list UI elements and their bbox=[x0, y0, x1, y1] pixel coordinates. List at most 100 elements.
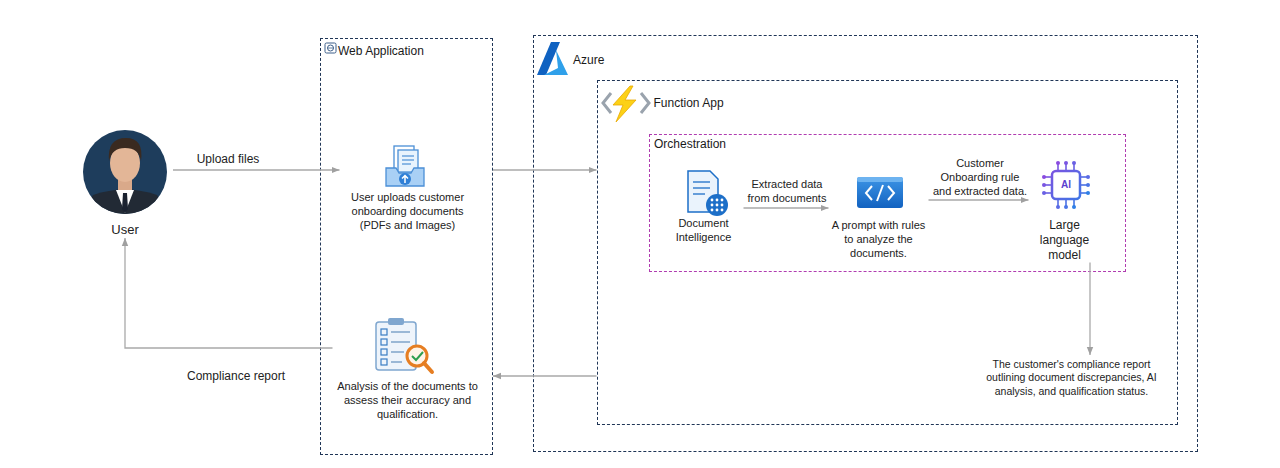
model-node: Large language model bbox=[1029, 157, 1101, 263]
service-node: Document Intelligence bbox=[664, 167, 744, 245]
edge-label: Compliance report bbox=[187, 369, 285, 384]
report-icon-part bbox=[424, 363, 432, 372]
document-intelligence-icon-part bbox=[721, 204, 724, 207]
function-app-boundary: Function AppOrchestrationDocument Intell… bbox=[597, 80, 1178, 425]
flow-arrow bbox=[1089, 263, 1090, 356]
node-label: The customer's compliance report outlini… bbox=[974, 358, 1169, 397]
upload-icon-part bbox=[386, 168, 424, 186]
group-title: Azure bbox=[573, 53, 604, 68]
chip-label: AI bbox=[1061, 179, 1071, 192]
flow-arrow bbox=[744, 207, 829, 208]
document-intelligence-icon-part bbox=[693, 187, 710, 188]
group-title: Function App bbox=[654, 96, 724, 111]
ai-chip-icon-part bbox=[1042, 183, 1046, 187]
report-icon-part bbox=[381, 329, 387, 335]
user-photo-part bbox=[80, 190, 170, 217]
ai-chip-icon-part bbox=[1056, 161, 1060, 165]
document-intelligence-icon-part bbox=[711, 209, 714, 212]
document-intelligence-icon-part bbox=[716, 209, 719, 212]
node-label: Analysis of the documents to assess thei… bbox=[333, 380, 483, 421]
report-icon-part bbox=[391, 341, 410, 343]
user-photo-part bbox=[122, 193, 128, 213]
web-app-boundary: Web ApplicationUser uploads customer onb… bbox=[320, 38, 493, 455]
function-app-icon bbox=[603, 86, 649, 122]
upload-icon bbox=[386, 146, 424, 186]
azure-logo-part bbox=[544, 50, 568, 75]
function-app-icon-part bbox=[613, 86, 636, 122]
ai-chip-icon-part bbox=[1042, 175, 1046, 179]
document-intelligence-icon-part bbox=[711, 204, 714, 207]
prompt-icon-part bbox=[866, 186, 872, 200]
prompt-icon-part bbox=[857, 177, 903, 182]
report-icon-part bbox=[412, 352, 423, 360]
node-label: Document Intelligence bbox=[664, 217, 744, 245]
function-app-icon-part bbox=[603, 93, 611, 113]
edge-label: Extracted data from documents bbox=[743, 178, 831, 206]
ai-chip-icon-part bbox=[1056, 205, 1060, 209]
report-icon bbox=[376, 318, 432, 372]
orchestration-boundary: OrchestrationDocument Intelligence A prom… bbox=[649, 134, 1126, 272]
flow-arrow bbox=[493, 169, 597, 170]
document-intelligence-icon-part bbox=[711, 199, 714, 202]
prompt-icon bbox=[857, 177, 903, 208]
document-intelligence-icon-part bbox=[706, 194, 728, 216]
prompt-icon-part bbox=[888, 186, 894, 200]
function-app-icon-part bbox=[641, 93, 649, 113]
report-icon-part bbox=[381, 359, 387, 365]
report-icon-part bbox=[381, 349, 387, 355]
upload-icon-part bbox=[402, 163, 411, 164]
upload-icon-part bbox=[402, 176, 408, 184]
group-title: Orchestration bbox=[654, 137, 726, 152]
upload-step: User uploads customer onboarding documen… bbox=[340, 143, 476, 233]
flow-arrow bbox=[173, 169, 340, 170]
upload-icon-part bbox=[402, 155, 414, 156]
report-icon-part bbox=[388, 318, 404, 325]
edge-label: Upload files bbox=[197, 152, 260, 167]
web-app-icon-part bbox=[325, 43, 336, 53]
ai-chip-icon bbox=[1042, 161, 1090, 209]
ai-chip-icon-part bbox=[1086, 191, 1090, 195]
ai-chip-icon-part bbox=[1042, 191, 1046, 195]
user-photo bbox=[80, 130, 170, 216]
document-intelligence-icon bbox=[688, 171, 728, 216]
web-app-icon bbox=[325, 43, 336, 53]
node-label: A prompt with rules to analyze the docum… bbox=[829, 219, 929, 260]
report-icon-part bbox=[391, 361, 402, 363]
user-actor: User bbox=[77, 128, 173, 238]
azure-logo bbox=[537, 42, 568, 75]
upload-icon-part bbox=[399, 173, 411, 185]
group-title: Web Application bbox=[338, 44, 424, 59]
node-label: User bbox=[111, 222, 138, 238]
document-intelligence-icon-part bbox=[693, 193, 705, 194]
edge-label: Customer Onboarding rule and extracted d… bbox=[932, 157, 1029, 198]
report-step: Analysis of the documents to assess thei… bbox=[333, 318, 483, 422]
azure-boundary: AzureFunction AppOrchestrationDocument I… bbox=[533, 35, 1198, 452]
document-intelligence-icon-part bbox=[716, 204, 719, 207]
web-app-icon-part bbox=[328, 45, 334, 51]
ai-chip-icon-part bbox=[1072, 205, 1076, 209]
flow-arrow bbox=[125, 238, 333, 348]
ai-chip-icon-part bbox=[1086, 183, 1090, 187]
document-intelligence-icon-part bbox=[716, 199, 719, 202]
prompt-icon-part bbox=[877, 185, 883, 201]
flow-arrow bbox=[493, 375, 597, 376]
document-intelligence-icon-part bbox=[721, 209, 724, 212]
report-icon-part bbox=[391, 351, 404, 353]
web-app-icon-part bbox=[328, 48, 334, 49]
report-icon-part bbox=[391, 331, 410, 333]
user-photo-part bbox=[109, 138, 142, 161]
ai-chip-icon-part bbox=[1072, 161, 1076, 165]
prompt-node: A prompt with rules to analyze the docum… bbox=[829, 173, 929, 261]
output-note: The customer's compliance report outlini… bbox=[974, 355, 1169, 401]
prompt-icon-part bbox=[857, 177, 903, 208]
upload-icon-part bbox=[402, 159, 414, 160]
ai-chip-icon-part bbox=[1052, 171, 1080, 199]
ai-chip-icon-part bbox=[1086, 175, 1090, 179]
document-intelligence-icon-part bbox=[721, 199, 724, 202]
ai-chip-icon-part bbox=[1064, 205, 1068, 209]
node-label: Large language model bbox=[1029, 218, 1101, 263]
